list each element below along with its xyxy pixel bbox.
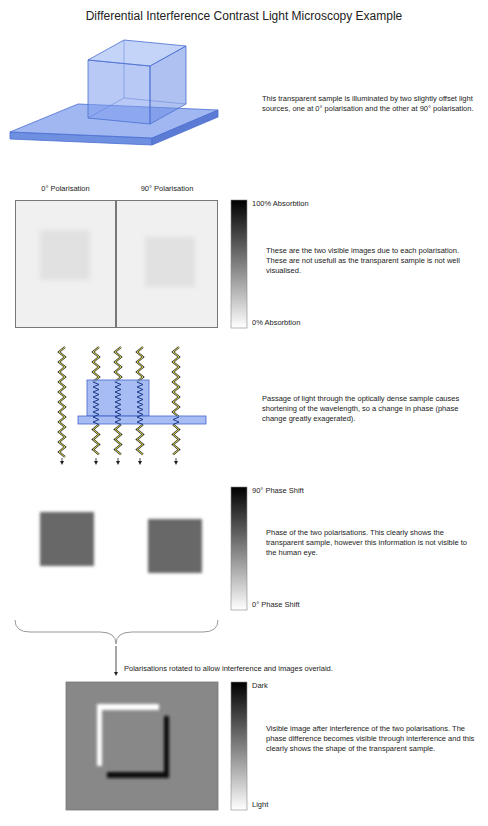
label-wrap: Phase of the two polarisations. This cle…: [266, 528, 476, 557]
compressed-waves: [93, 382, 179, 425]
phase-sample-image: [148, 519, 202, 573]
scale-label: Light: [252, 800, 332, 810]
description: Passage of light through the optically d…: [262, 394, 478, 423]
label-wrap: Polarisations rotated to allow interfere…: [124, 664, 424, 674]
wave-arrow: [176, 458, 177, 463]
arrow: [116, 646, 117, 674]
step-note: Polarisations rotated to allow interfere…: [124, 664, 424, 674]
wave-outline: [115, 425, 121, 455]
faint-sample-image: [40, 230, 90, 280]
wave: [59, 347, 65, 457]
panel-heading: 90° Polarisation: [117, 184, 217, 193]
compressed-wave: [173, 417, 179, 425]
phase-panel: [15, 487, 218, 610]
compressed-wave: [93, 382, 99, 425]
brightness-scale-bar: [231, 682, 247, 810]
label-wrap: 0% Absorbtion: [252, 318, 372, 328]
wave-arrow: [118, 458, 119, 463]
wave-outline: [137, 347, 143, 382]
wave-arrow: [96, 458, 97, 463]
sample-3d: [10, 40, 218, 145]
wave-outline: [93, 347, 99, 382]
wave-outline: [173, 425, 179, 455]
description: This transparent sample is illuminated b…: [262, 94, 478, 114]
panel-heading: 0° Polarisation: [16, 184, 115, 193]
wave: [115, 425, 121, 455]
scale-label: 0% Absorbtion: [252, 318, 372, 328]
image-half-panel: 90° Polarisation: [116, 200, 218, 328]
wave-outline: [93, 425, 99, 455]
wave-arrow: [62, 458, 63, 463]
label-wrap: 90° Phase Shift: [252, 486, 372, 496]
scale-label: Dark: [252, 681, 332, 691]
scale-label: 0° Phase Shift: [252, 600, 372, 610]
image-half-panel: 0° Polarisation: [15, 200, 116, 328]
label-wrap: 100% Absorbtion: [252, 199, 372, 209]
description: Phase of the two polarisations. This cle…: [266, 528, 476, 557]
light-waves: [59, 347, 179, 463]
wave-outline: [137, 425, 143, 455]
scale-label: 90° Phase Shift: [252, 486, 372, 496]
absorption-scale-bar: [231, 200, 247, 328]
wave-arrow: [140, 458, 141, 463]
wave: [137, 347, 143, 382]
relief-sample: [102, 710, 164, 772]
phase-sample-image: [40, 512, 94, 566]
compressed-wave: [115, 382, 121, 425]
wave-outline: [59, 347, 65, 457]
label-wrap: Dark: [252, 681, 332, 691]
label-wrap: Visible image after interference of the …: [266, 724, 476, 753]
wave: [173, 425, 179, 455]
wave: [173, 347, 179, 417]
brace: [15, 620, 218, 644]
box-top: [88, 40, 186, 66]
label-wrap: Light: [252, 800, 332, 810]
faint-sample-image: [145, 237, 195, 287]
wave-outline: [115, 347, 121, 382]
title: Differential Interference Contrast Light…: [0, 9, 488, 25]
label-wrap: Passage of light through the optically d…: [262, 394, 478, 423]
image-panel: [15, 200, 218, 328]
compressed-wave: [137, 382, 143, 425]
box-hidden-edge: [124, 40, 125, 98]
wave-outline: [173, 347, 179, 417]
interference-image: [66, 682, 218, 810]
wave: [93, 347, 99, 382]
phase-scale-bar: [231, 487, 247, 610]
label-wrap: 0° Phase Shift: [252, 600, 372, 610]
box-hidden-edge: [88, 98, 186, 118]
title-wrap: Differential Interference Contrast Light…: [0, 9, 488, 25]
label-wrap: This transparent sample is illuminated b…: [262, 94, 478, 114]
label-wrap: These are the two visible images due to …: [266, 246, 476, 275]
scale-label: 100% Absorbtion: [252, 199, 372, 209]
wave: [115, 347, 121, 382]
description: Visible image after interference of the …: [266, 724, 476, 753]
box-front: [88, 60, 150, 124]
wave: [137, 425, 143, 455]
wave: [93, 425, 99, 455]
description: These are the two visible images due to …: [266, 246, 476, 275]
